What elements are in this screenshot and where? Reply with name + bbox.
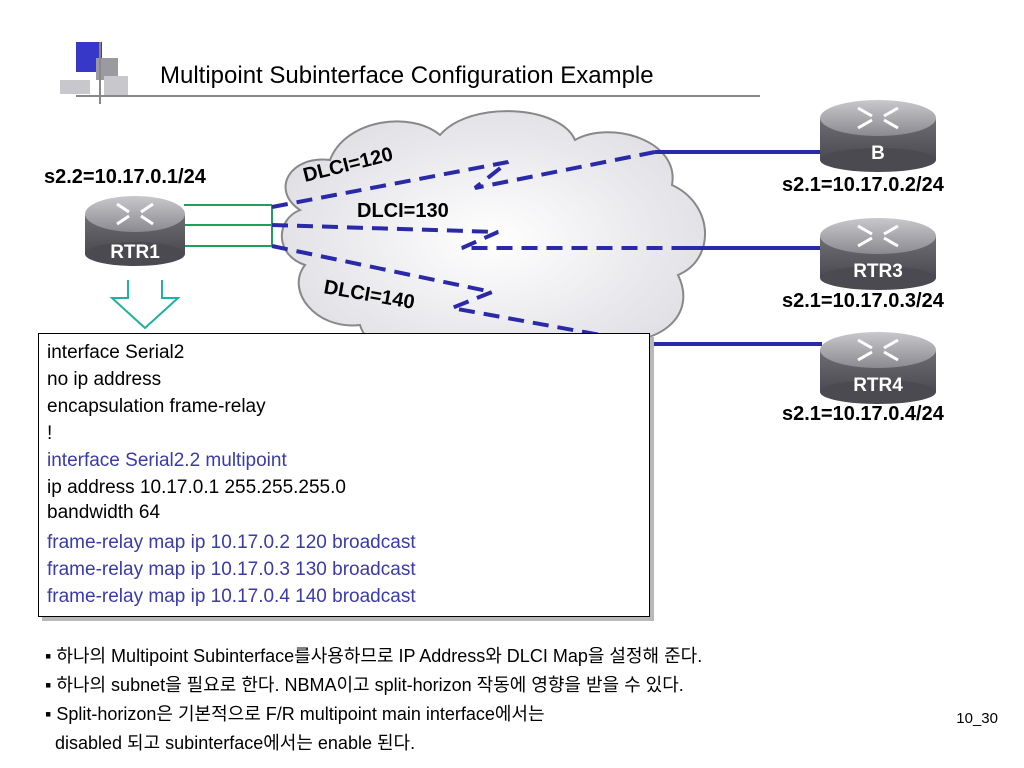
remote-links bbox=[650, 150, 822, 346]
router-label-rtr3: RTR3 bbox=[853, 261, 903, 282]
config-line: bandwidth 64 bbox=[47, 502, 161, 523]
config-line: frame-relay map ip 10.17.0.4 140 broadca… bbox=[47, 586, 416, 607]
config-line: frame-relay map ip 10.17.0.2 120 broadca… bbox=[47, 532, 416, 553]
pvc-dlci-140 bbox=[271, 244, 651, 346]
note-item: ▪ 하나의 subnet을 필요로 한다. NBMA이고 split-horiz… bbox=[45, 675, 684, 695]
rtr3-address-label: s2.1=10.17.0.3/24 bbox=[782, 290, 944, 312]
router-rtr4-icon bbox=[820, 332, 936, 404]
pvc-dlci-120 bbox=[271, 150, 656, 209]
router-label-rtr4: RTR4 bbox=[853, 375, 903, 396]
rtr4-address-label: s2.1=10.17.0.4/24 bbox=[782, 403, 944, 425]
pvc-dashed-lines bbox=[271, 150, 680, 346]
notes-list: ▪ 하나의 Multipoint Subinterface를사용하므로 IP A… bbox=[45, 642, 702, 758]
rtr1-address-label: s2.2=10.17.0.1/24 bbox=[44, 166, 206, 188]
note-item: ▪ 하나의 Multipoint Subinterface를사용하므로 IP A… bbox=[45, 646, 703, 666]
config-line: ! bbox=[47, 423, 53, 444]
config-line: interface Serial2 bbox=[47, 342, 185, 363]
config-line: encapsulation frame-relay bbox=[47, 396, 266, 417]
config-box: interface Serial2 no ip address encapsul… bbox=[38, 333, 650, 617]
config-line: no ip address bbox=[47, 369, 162, 390]
router-label-rtr1: RTR1 bbox=[110, 242, 160, 263]
page-number: 10_30 bbox=[956, 710, 998, 727]
router-rtr1-icon bbox=[85, 196, 185, 266]
dlci-130-label: DLCI=130 bbox=[357, 200, 449, 222]
config-line: frame-relay map ip 10.17.0.3 130 broadca… bbox=[47, 559, 416, 580]
down-arrow-icon bbox=[109, 280, 181, 330]
frame-relay-cloud bbox=[280, 110, 706, 369]
router-rtr3-icon bbox=[820, 218, 936, 290]
router-label-b: B bbox=[871, 143, 885, 164]
subinterface-lines bbox=[184, 204, 273, 247]
note-item: disabled 되고 subinterface에서는 enable 된다. bbox=[45, 733, 416, 753]
note-item: ▪ Split-horizon은 기본적으로 F/R multipoint ma… bbox=[45, 704, 545, 724]
b-address-label: s2.1=10.17.0.2/24 bbox=[782, 174, 944, 196]
title-decoration bbox=[60, 42, 760, 104]
config-line: ip address 10.17.0.1 255.255.255.0 bbox=[47, 477, 346, 498]
page-title: Multipoint Subinterface Configuration Ex… bbox=[160, 62, 654, 89]
router-b-icon bbox=[820, 100, 936, 172]
config-line: interface Serial2.2 multipoint bbox=[47, 450, 287, 471]
pvc-dlci-130 bbox=[271, 223, 680, 250]
